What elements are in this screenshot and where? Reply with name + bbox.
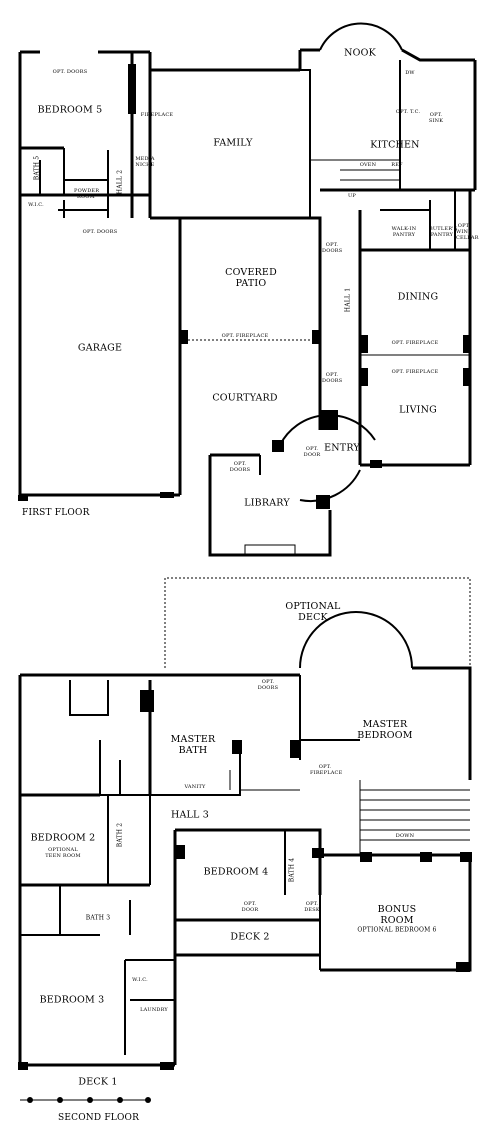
note-oven: OVEN: [359, 162, 377, 168]
room-bath4: BATH 4: [288, 857, 296, 883]
room-living: LIVING: [399, 404, 437, 416]
note-ref: REF: [391, 162, 403, 168]
room-bedroom3: BEDROOM 3: [39, 994, 105, 1006]
room-master-bath: MASTER BATH: [170, 734, 216, 756]
note-opt-wine: OPT. WINE CELLAR: [456, 223, 479, 241]
room-laundry: LAUNDRY: [140, 1007, 168, 1013]
note-opt-doors-bed5: OPT. DOORS: [52, 69, 88, 75]
note-media-niche: MEDIA NICHE: [135, 156, 155, 168]
note-opt-fireplace-dining: OPT. FIREPLACE: [391, 340, 439, 346]
note-opt-tc: OPT. T.C.: [395, 109, 421, 115]
note-dw: DW: [405, 70, 415, 76]
room-deck1: DECK 1: [78, 1076, 118, 1088]
note-opt-sink: OPT. SINK: [428, 112, 444, 124]
note-butlers-pantry: BUTLER'S PANTRY: [429, 226, 458, 238]
room-covered-patio: COVERED PATIO: [225, 267, 277, 289]
room-kitchen: KITCHEN: [370, 139, 420, 151]
note-opt-doors-1: OPT. DOORS: [322, 242, 343, 254]
room-bedroom5: BEDROOM 5: [37, 104, 103, 116]
room-family: FAMILY: [213, 137, 253, 149]
first-floor-caption: FIRST FLOOR: [22, 508, 90, 518]
first-floor-solid-piers: [18, 64, 471, 509]
note-fireplace-family: FIREPLACE: [140, 112, 174, 118]
note-down: DOWN: [395, 833, 415, 839]
note-opt-doors-2: OPT. DOORS: [322, 372, 343, 384]
note-wic: W.I.C.: [28, 202, 44, 208]
room-bath3: BATH 3: [85, 914, 111, 922]
room-master-bedroom: MASTER BEDROOM: [357, 719, 413, 741]
room-garage: GARAGE: [77, 342, 123, 354]
room-courtyard: COURTYARD: [212, 392, 278, 404]
note-opt-door-entry: OPT. DOOR: [303, 446, 321, 458]
note-opt-doors-garage: OPT. DOORS: [82, 229, 118, 235]
room-entry: ENTRY: [324, 442, 360, 454]
note-opt-fireplace-patio: OPT. FIREPLACE: [221, 333, 269, 339]
second-floor-caption: SECOND FLOOR: [58, 1113, 140, 1123]
first-floor-walls: [18, 22, 477, 557]
room-bonus-opt: OPTIONAL BEDROOM 6: [357, 926, 437, 934]
note-opt-doors-library: OPT. DOORS: [229, 461, 251, 473]
room-powder: POWDER ROOM: [74, 188, 100, 200]
room-nook: NOOK: [344, 47, 376, 59]
room-hall3: HALL 3: [170, 809, 210, 821]
note-opt-fireplace-living: OPT. FIREPLACE: [391, 369, 439, 375]
room-bedroom4: BEDROOM 4: [203, 866, 269, 878]
room-optional-deck: OPTIONAL DECK: [285, 601, 341, 623]
second-floor-solid-piers: [18, 690, 472, 1070]
room-deck2: DECK 2: [230, 931, 270, 943]
room-hall1: HALL 1: [344, 287, 352, 313]
note-opt-fireplace-master: OPT. FIREPLACE: [310, 764, 343, 776]
room-bath2: BATH 2: [116, 822, 124, 848]
note-walkin-pantry: WALK-IN PANTRY: [391, 226, 417, 238]
note-wic-second: W.I.C.: [132, 977, 148, 983]
note-opt-desk: OPT. DESK: [304, 901, 320, 913]
note-up: UP: [348, 193, 356, 199]
room-library: LIBRARY: [244, 497, 290, 509]
room-dining: DINING: [397, 291, 439, 303]
second-floor-walls: [18, 577, 472, 1067]
room-bonus-room: BONUS ROOM: [377, 904, 417, 926]
room-hall2: HALL 2: [116, 169, 124, 195]
note-opt-doors-master: OPT. DOORS: [257, 679, 279, 691]
room-bedroom2-opt: OPTIONAL TEEN ROOM: [45, 847, 81, 859]
room-bedroom2: BEDROOM 2: [30, 832, 96, 844]
note-vanity: VANITY: [184, 784, 206, 790]
deck1-railing: [20, 1097, 151, 1103]
note-opt-door-bed4: OPT. DOOR: [241, 901, 259, 913]
room-bath5: BATH 5: [33, 155, 41, 181]
